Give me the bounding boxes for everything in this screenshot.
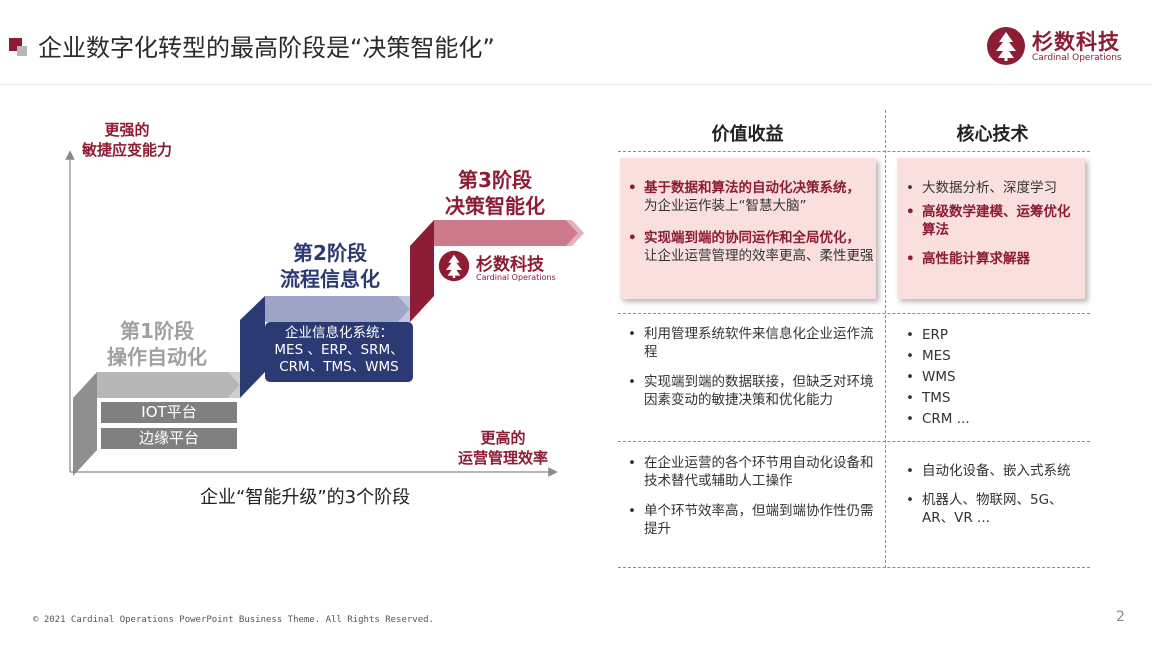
stage1-bar — [97, 372, 240, 398]
tree-logo-icon — [438, 250, 470, 282]
stage1-title: 第1阶段 操作自动化 — [107, 319, 207, 369]
list-item: 基于数据和算法的自动化决策系统，为企业运作装上“智慧大脑” — [624, 179, 874, 215]
list-item: 单个环节效率高，但端到端协作性仍需提升 — [624, 502, 878, 538]
table-bottom-divider — [618, 567, 1090, 568]
stage2-title: 第2阶段 流程信息化 — [280, 241, 380, 291]
diagram-caption: 企业“智能升级”的3个阶段 — [200, 487, 411, 508]
stage2-systems-box: 企业信息化系统： MES 、ERP、SRM、 CRM、TMS、WMS — [265, 322, 413, 382]
header-divider — [0, 84, 1152, 85]
stage1-riser — [73, 372, 97, 476]
stage3-brand-logo: 杉数科技 Cardinal Operations — [438, 250, 568, 286]
list-item: 实现端到端的数据联接，但缺乏对环境因素变动的敏捷决策和优化能力 — [624, 373, 878, 409]
stage2-bar — [265, 296, 410, 322]
list-item: 高性能计算求解器 — [902, 250, 1080, 268]
list-item: ERP — [902, 325, 1080, 346]
list-item: CRM ... — [902, 409, 1080, 430]
stage2-riser — [240, 296, 265, 398]
row3-tech-list: 自动化设备、嵌入式系统 机器人、物联网、5G、AR、VR ... — [902, 462, 1080, 527]
list-item: TMS — [902, 388, 1080, 409]
stage3-logo-subtitle: Cardinal Operations — [476, 273, 556, 282]
row2-divider — [618, 441, 1090, 442]
page-number: 2 — [1116, 609, 1125, 625]
list-item: 大数据分析、深度学习 — [902, 179, 1080, 197]
list-item: 高级数学建模、运筹优化算法 — [902, 203, 1080, 239]
brand-subtitle: Cardinal Operations — [1032, 53, 1122, 63]
row1-tech-list: 大数据分析、深度学习 高级数学建模、运筹优化算法 高性能计算求解器 — [902, 179, 1080, 268]
copyright-footer: © 2021 Cardinal Operations PowerPoint Bu… — [33, 615, 434, 625]
list-item: WMS — [902, 367, 1080, 388]
brand-logo: 杉数科技 Cardinal Operations — [986, 24, 1136, 68]
list-item: 利用管理系统软件来信息化企业运作流程 — [624, 325, 878, 361]
stage3-bar — [434, 220, 578, 246]
stage3-logo-name: 杉数科技 — [476, 255, 544, 275]
stage3-title: 第3阶段 决策智能化 — [445, 168, 545, 218]
x-axis-label: 更高的 运营管理效率 — [458, 429, 549, 467]
row1-value-list: 基于数据和算法的自动化决策系统，为企业运作装上“智慧大脑” 实现端到端的协同运作… — [624, 179, 874, 265]
y-axis-label: 更强的 敏捷应变能力 — [82, 121, 173, 159]
list-item: 实现端到端的协同运作和全局优化，让企业运营管理的效率更高、柔性更强 — [624, 229, 874, 265]
platform-iot: IOT平台 — [101, 402, 237, 423]
column-divider — [885, 110, 886, 568]
page-title: 企业数字化转型的最高阶段是“决策智能化” — [38, 34, 495, 62]
column-header-value: 价值收益 — [711, 124, 784, 145]
stage3-arrow-tip — [566, 220, 584, 246]
brand-name: 杉数科技 — [1032, 30, 1120, 54]
row1-divider — [618, 313, 1090, 314]
column-header-tech: 核心技术 — [956, 124, 1029, 145]
title-marker-icon — [9, 38, 29, 56]
header-row-divider — [618, 151, 1090, 152]
list-item: 在企业运营的各个环节用自动化设备和技术替代或辅助人工操作 — [624, 454, 878, 490]
list-item: 自动化设备、嵌入式系统 — [902, 462, 1080, 480]
list-item: 机器人、物联网、5G、AR、VR ... — [902, 491, 1080, 527]
stage3-riser — [410, 220, 434, 322]
row2-tech-list: ERP MES WMS TMS CRM ... — [902, 325, 1080, 430]
platform-edge: 边缘平台 — [101, 428, 237, 449]
tree-logo-icon — [987, 27, 1025, 65]
row2-value-list: 利用管理系统软件来信息化企业运作流程 实现端到端的数据联接，但缺乏对环境因素变动… — [624, 325, 878, 409]
row3-value-list: 在企业运营的各个环节用自动化设备和技术替代或辅助人工操作 单个环节效率高，但端到… — [624, 454, 878, 538]
list-item: MES — [902, 346, 1080, 367]
